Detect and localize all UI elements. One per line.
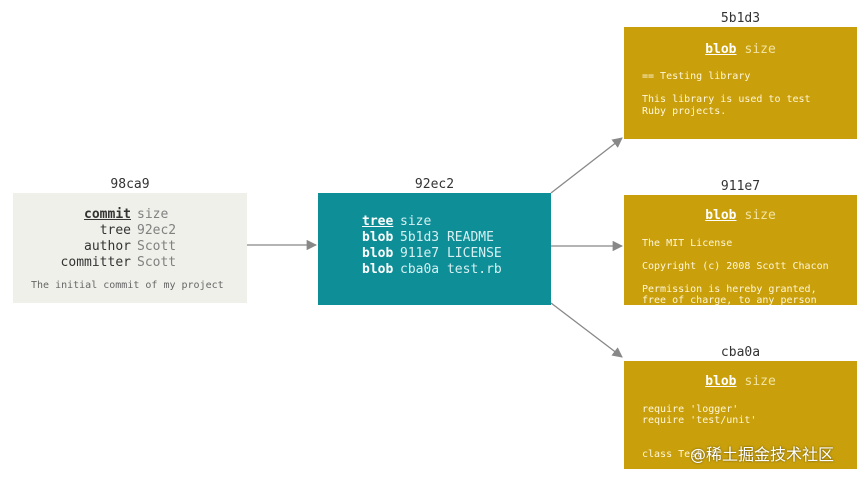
blob-header-key: blob xyxy=(705,374,737,389)
tree-entry: blob cba0a test.rb xyxy=(362,262,502,278)
blob-hash: cba0a xyxy=(720,345,761,360)
blob-content-line: Ruby projects. xyxy=(642,106,727,117)
tree-entry-type: blob xyxy=(362,262,394,277)
tree-entry-value: cba0a test.rb xyxy=(400,262,502,277)
commit-row-key: author xyxy=(84,239,131,254)
blob-header-val: size xyxy=(744,374,776,389)
tree-object: tree size blob 5b1d3 README blob 911e7 LICE… xyxy=(318,193,551,305)
arrow-tree-to-blob-3 xyxy=(550,302,623,358)
tree-hash: 92ec2 xyxy=(414,177,455,192)
blob-header: blob size xyxy=(624,208,857,223)
blob-header: blob size xyxy=(624,374,857,389)
blob-header-val: size xyxy=(744,42,776,57)
commit-header-val: size xyxy=(137,207,169,222)
blob-hash: 911e7 xyxy=(720,179,761,194)
tree-header-row: tree size xyxy=(362,214,431,230)
commit-row-value: Scott xyxy=(137,255,177,270)
commit-row-key: committer xyxy=(60,255,131,270)
tree-header-key: tree xyxy=(362,214,394,229)
blob-header: blob size xyxy=(624,42,857,57)
tree-entry-type: blob xyxy=(362,230,394,245)
tree-entry-value: 911e7 LICENSE xyxy=(400,246,502,261)
blob-content-line: == Testing library xyxy=(642,71,751,82)
blob-header-val: size xyxy=(744,208,776,223)
commit-message: The initial commit of my project xyxy=(31,280,224,291)
tree-header-val: size xyxy=(400,214,432,229)
blob-object-readme: blob size == Testing library This library… xyxy=(624,27,857,139)
blob-hash: 5b1d3 xyxy=(720,11,761,26)
blob-object-license: blob size The MIT License Copyright (c) 2… xyxy=(624,195,857,305)
watermark: @稀土掘金技术社区 xyxy=(690,445,835,464)
blob-header-key: blob xyxy=(705,42,737,57)
blob-content-line: require 'test/unit' xyxy=(642,415,757,426)
blob-content-line: class Test xyxy=(642,449,703,460)
commit-row-value: 92ec2 xyxy=(137,223,177,238)
commit-hash: 98ca9 xyxy=(110,177,150,192)
blob-content-line: Copyright (c) 2008 Scott Chacon xyxy=(642,261,829,272)
blob-header-key: blob xyxy=(705,208,737,223)
blob-content-line: This library is used to test xyxy=(642,94,811,105)
blob-content-line: Permission is hereby granted, xyxy=(642,284,817,295)
blob-content-line: free of charge, to any person xyxy=(642,295,817,305)
tree-entry: blob 5b1d3 README xyxy=(362,230,494,246)
tree-entry-value: 5b1d3 README xyxy=(400,230,494,245)
blob-object-test: blob size require 'logger' require 'test/… xyxy=(624,361,857,469)
blob-content-line: require 'logger' xyxy=(642,404,739,415)
tree-entry-type: blob xyxy=(362,246,394,261)
commit-row-key: tree xyxy=(99,223,131,238)
blob-content-line: The MIT License xyxy=(642,238,733,249)
arrow-tree-to-blob-1 xyxy=(550,137,623,194)
tree-entry: blob 911e7 LICENSE xyxy=(362,246,502,262)
commit-object: commit size tree 92ec2 author Scott comm… xyxy=(13,193,247,303)
commit-row-value: Scott xyxy=(137,239,177,254)
commit-header-key: commit xyxy=(84,207,131,222)
